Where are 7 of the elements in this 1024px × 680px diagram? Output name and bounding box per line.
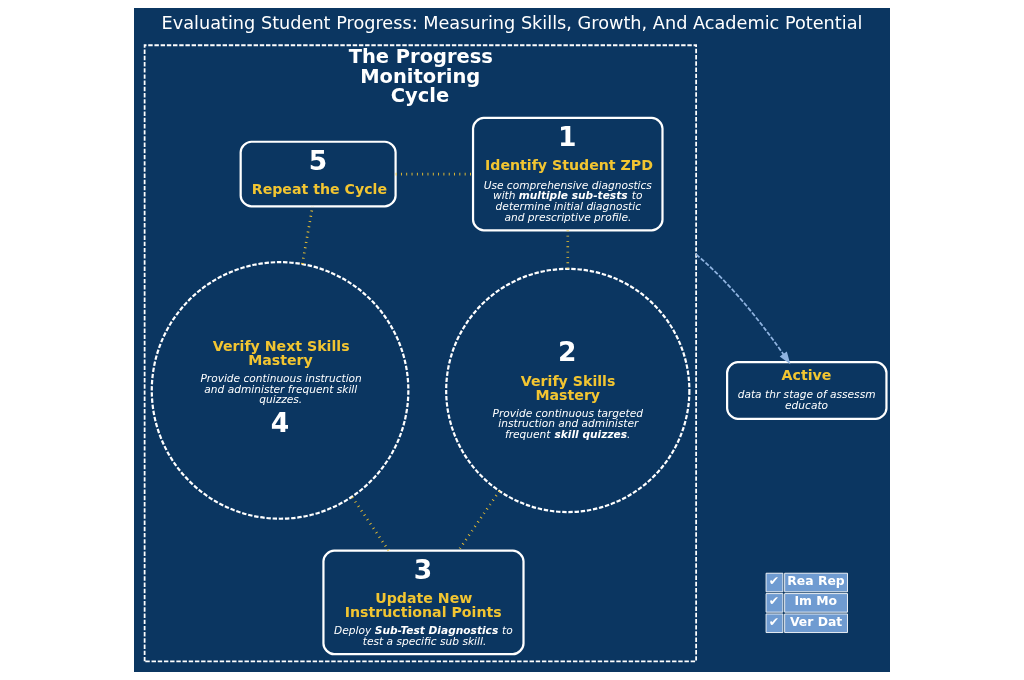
label: Im Mo [794,593,838,609]
label: ✔ [768,613,780,629]
label: Rea Rep [787,572,845,588]
diagram-title: Evaluating Student Progress: Measuring Skills, Growth, And Academic Potential [161,13,863,34]
label: Ver Dat [789,613,843,629]
label: ✔ [768,572,780,588]
label: ✔ [768,593,780,609]
